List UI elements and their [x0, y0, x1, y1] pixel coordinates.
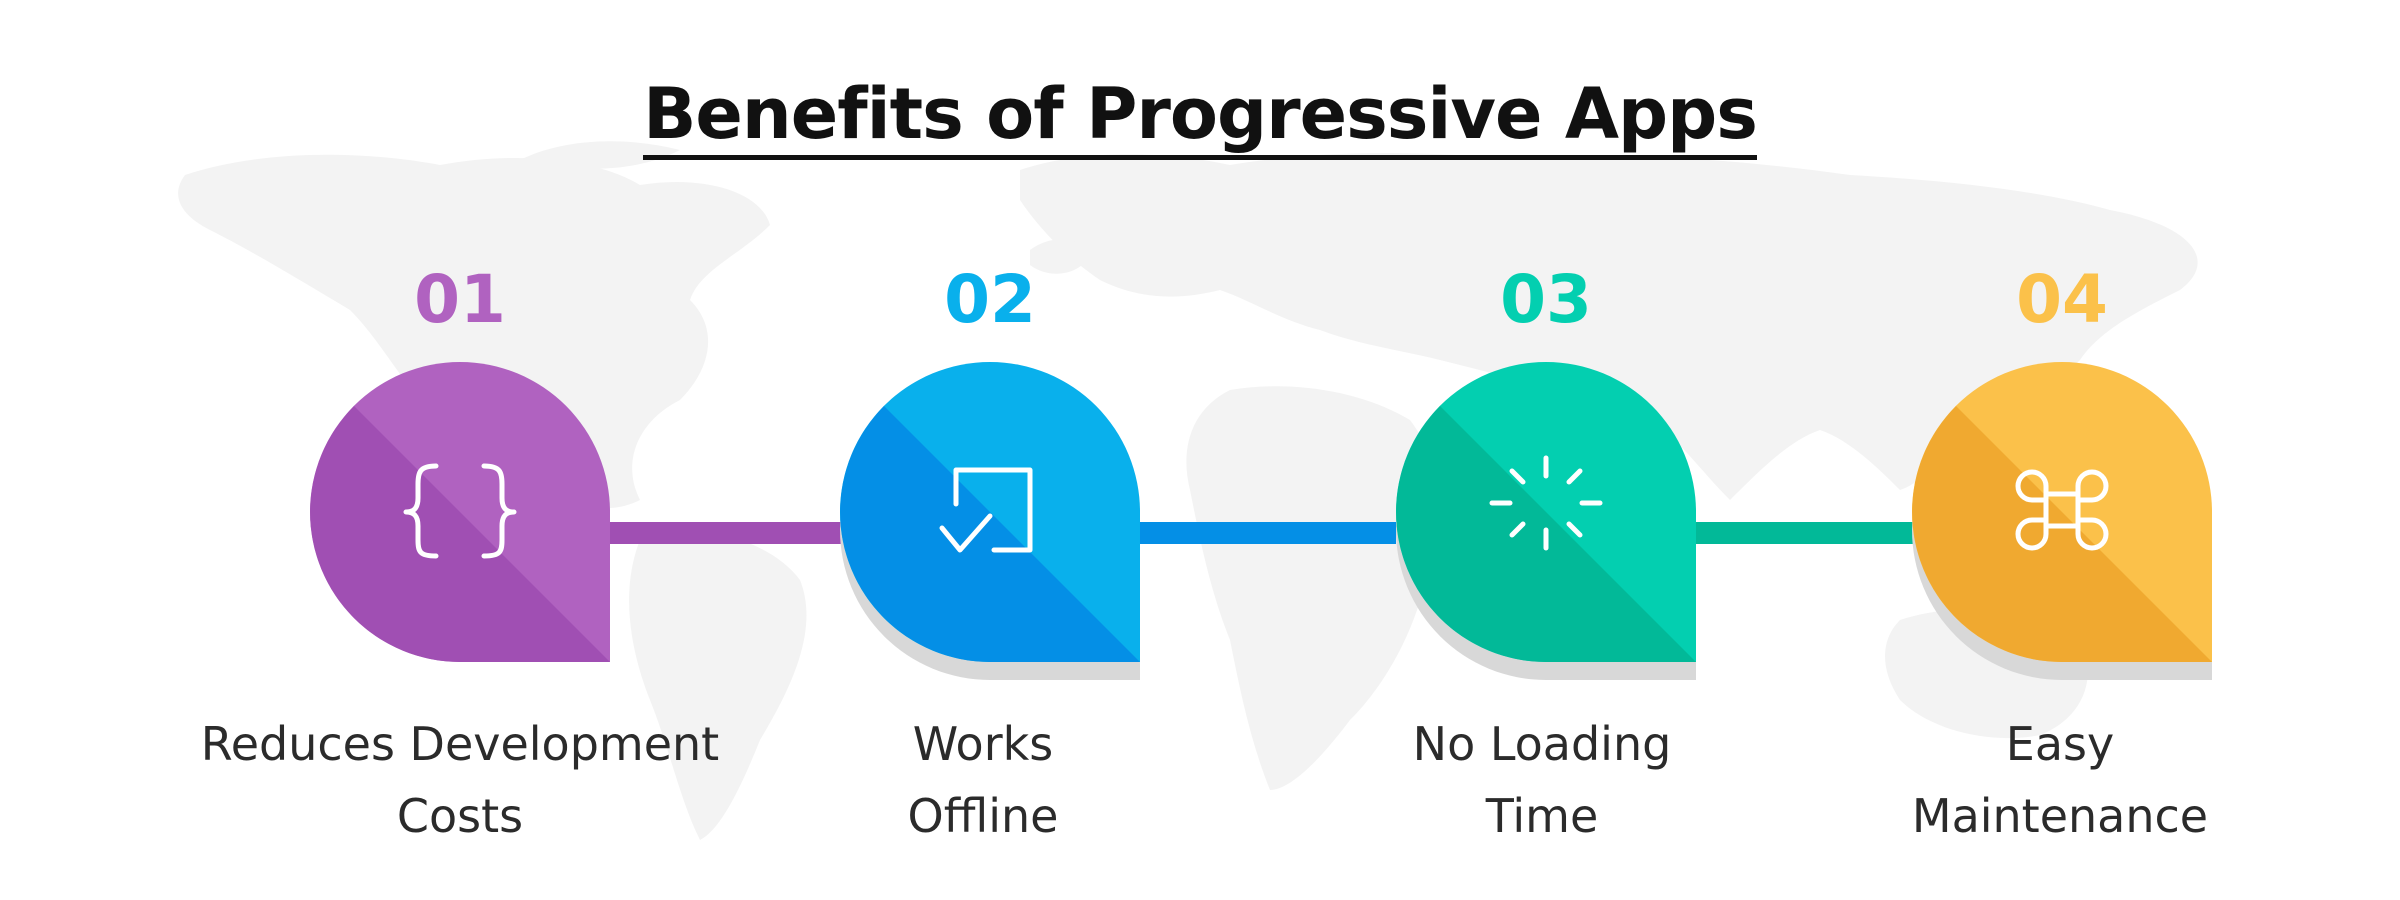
connector-3-4 — [1694, 522, 1916, 544]
step-2-label: Works Offline — [703, 708, 1263, 852]
step-label-line: Easy — [2005, 717, 2115, 771]
step-3-label: No Loading Time — [1262, 708, 1822, 852]
loading-spinner-icon — [1489, 455, 1603, 551]
step-label-line: Costs — [396, 789, 524, 843]
curly-braces-icon — [403, 463, 517, 559]
step-1: 01 — [310, 261, 610, 662]
step-number: 01 — [414, 261, 506, 338]
step-number: 03 — [1500, 261, 1592, 338]
command-key-icon — [2015, 469, 2109, 551]
step-4-label: Easy Maintenance — [1780, 708, 2340, 852]
step-4-drop-shade — [1912, 406, 2212, 662]
connector-1-2 — [608, 522, 848, 544]
page-title-text: Benefits of Progressive Apps — [643, 73, 1758, 160]
step-1-label: Reduces Development Costs — [180, 708, 740, 852]
step-label-line: Works — [912, 717, 1054, 771]
step-label-line: Maintenance — [1911, 789, 2209, 843]
connector-2-3 — [1136, 522, 1396, 544]
step-label-line: Reduces Development — [200, 717, 720, 771]
step-2: 02 — [840, 261, 1140, 680]
step-1-drop-shade — [310, 406, 610, 662]
step-label-line: No Loading — [1412, 717, 1672, 771]
step-number: 04 — [2016, 261, 2108, 338]
step-label-line: Offline — [907, 789, 1059, 843]
step-4: 04 — [1912, 261, 2212, 680]
step-number: 02 — [944, 261, 1036, 338]
page-title: Benefits of Progressive Apps — [0, 66, 2400, 162]
step-3: 03 — [1396, 261, 1696, 680]
step-2-drop-shade — [840, 406, 1140, 662]
checkbox-icon — [939, 467, 1033, 553]
step-label-line: Time — [1485, 789, 1599, 843]
